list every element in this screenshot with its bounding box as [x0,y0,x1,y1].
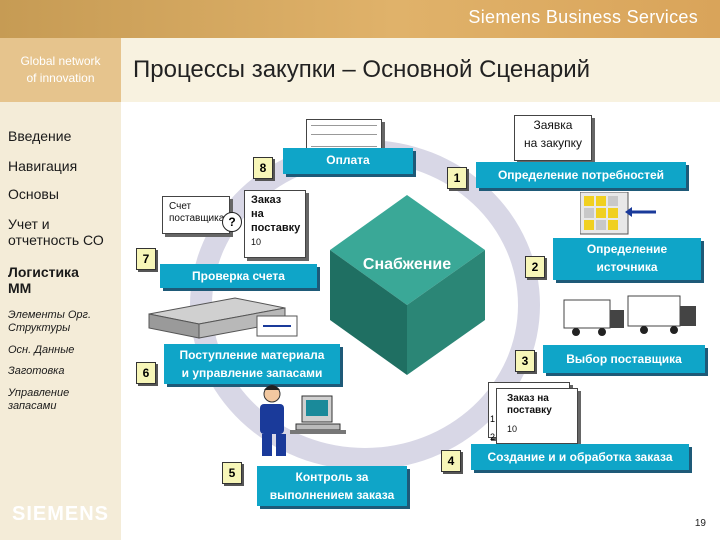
order-number: 10 [251,237,262,247]
nav-logistics-line2: ММ [8,280,32,296]
title-area [121,38,720,102]
nav-inventory-line1: Управление [8,387,70,399]
sidebar [0,38,121,540]
order-stack-doc: Заказ на поставку 10 [496,388,578,444]
step-invoice-verification[interactable]: Проверка счета [160,264,317,288]
step-payment[interactable]: Оплата [283,148,413,174]
order-b-index1: 1 [490,414,496,424]
step-6-number: 6 [136,362,156,384]
nav-logistics-line1: Логистика [8,264,79,280]
nav-master-data[interactable]: Осн. Данные [8,344,75,356]
nav-org-structure[interactable]: Элементы Орг. Структуры [8,309,91,335]
invoice-line2: поставщика [169,213,225,224]
request-line1: Заявка [533,118,573,132]
goods-receipt-line1: Поступление материала [179,348,325,362]
step-order-creation[interactable]: Создание и и обработка заказа [471,444,689,470]
step-8-number: 8 [253,157,273,179]
nav-procurement[interactable]: Заготовка [8,365,65,377]
nav-accounting[interactable]: Учет и отчетность СО [8,216,104,248]
requirements-grid-icon [580,192,656,235]
monitoring-line2: выполнением заказа [269,488,395,502]
step-1-number: 1 [447,167,467,189]
nav-accounting-line1: Учет и [8,216,50,232]
siemens-logo: SIEMENS [12,503,110,525]
step-order-monitoring[interactable]: Контроль за выполнением заказа [257,466,407,506]
nav-inventory-line2: запасами [8,400,57,412]
step-5-number: 5 [222,462,242,484]
person-at-computer-icon [260,385,346,456]
step-2-number: 2 [525,256,545,278]
nav-accounting-line2: отчетность СО [8,232,104,248]
monitoring-line1: Контроль за [295,470,369,484]
center-cube-icon [330,195,485,375]
brand-name: Siemens Business Services [468,7,698,27]
step-vendor-selection[interactable]: Выбор поставщика [543,345,705,373]
step-source-determination[interactable]: Определение источника [553,238,701,280]
page-number: 19 [694,518,706,529]
top-bar: Siemens Business Services [0,0,720,38]
step-goods-receipt[interactable]: Поступление материала и управление запас… [164,344,340,384]
invoice-line1: Счет [169,201,192,212]
step-4-number: 4 [441,450,461,472]
page-title: Процессы закупки – Основной Сценарий [133,56,591,83]
warehouse-icon [148,297,298,339]
nav-intro[interactable]: Введение [8,128,72,144]
request-line2: на закупку [523,136,583,150]
source-line1: Определение [586,242,668,256]
step-3-number: 3 [515,350,535,372]
order-b-line1: Заказ на [507,393,549,404]
trucks-icon [563,295,696,336]
purchase-request-doc: Заявка на закупку [514,115,592,161]
goods-receipt-line2: и управление запасами [181,366,323,380]
nav-org-line2: Структуры [8,322,71,334]
sidebar-header: Global network of innovation [0,38,121,102]
step-7-number: 7 [136,248,156,270]
center-label: Снабжение [362,256,452,273]
nav-basics[interactable]: Основы [8,186,59,202]
source-line2: источника [596,260,658,274]
order-line2: на [251,208,264,220]
order-b-index2: 2 [490,432,496,442]
order-line3: поставку [251,222,301,234]
step-requirements-determination[interactable]: Определение потребностей [476,162,686,188]
question-icon: ? [222,212,242,232]
nav-navigation[interactable]: Навигация [8,158,78,174]
vendor-invoice-doc: Счет поставщика [162,196,230,234]
nav-org-line1: Элементы Орг. [8,309,92,321]
order-b-line2: поставку [507,405,552,416]
order-line1: Заказ [251,194,282,206]
purchase-order-doc: Заказ на поставку 10 [244,190,306,258]
tagline-line1: Global network [20,54,101,68]
order-b-number: 10 [507,424,518,434]
nav-inventory[interactable]: Управление запасами [8,387,69,413]
nav-logistics[interactable]: Логистика ММ [8,264,79,296]
tagline-line2: of innovation [26,71,95,85]
